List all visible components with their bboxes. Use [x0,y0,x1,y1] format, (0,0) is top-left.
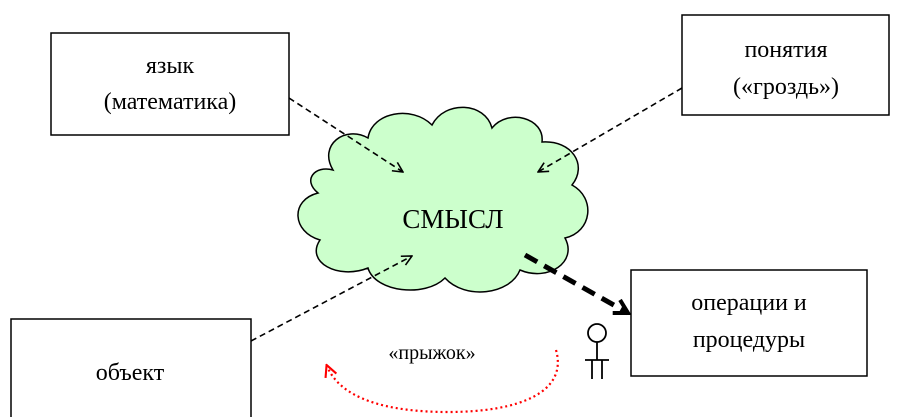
operations-box-frame [630,269,868,377]
arrow-concepts-to-meaning [538,87,683,172]
concepts-label-line2: («гроздь») [733,74,839,100]
language-box: язык (математика) [50,32,290,136]
operations-label-line1: операции и [691,290,807,316]
concepts-box-frame [681,14,890,116]
arrow-language-to-meaning [288,97,403,172]
concepts-box: понятия («гроздь») [681,14,890,116]
cloud-shape [297,106,589,293]
concepts-label-line1: понятия [744,37,827,63]
person-icon [585,323,609,379]
arrow-meaning-to-operations [523,252,628,316]
meaning-cloud: СМЫСЛ [297,106,589,293]
object-label: объект [96,360,165,386]
cloud-label: СМЫСЛ [402,204,503,234]
object-box-frame [10,318,252,417]
language-label-line1: язык [146,53,195,79]
jump-label: «прыжок» [388,342,475,364]
language-label-line2: (математика) [104,89,237,115]
language-box-frame [50,32,290,136]
operations-box: операции и процедуры [630,269,868,377]
operations-label-line2: процедуры [693,327,805,353]
arrow-object-to-meaning [250,256,412,342]
object-box: объект [10,318,252,417]
